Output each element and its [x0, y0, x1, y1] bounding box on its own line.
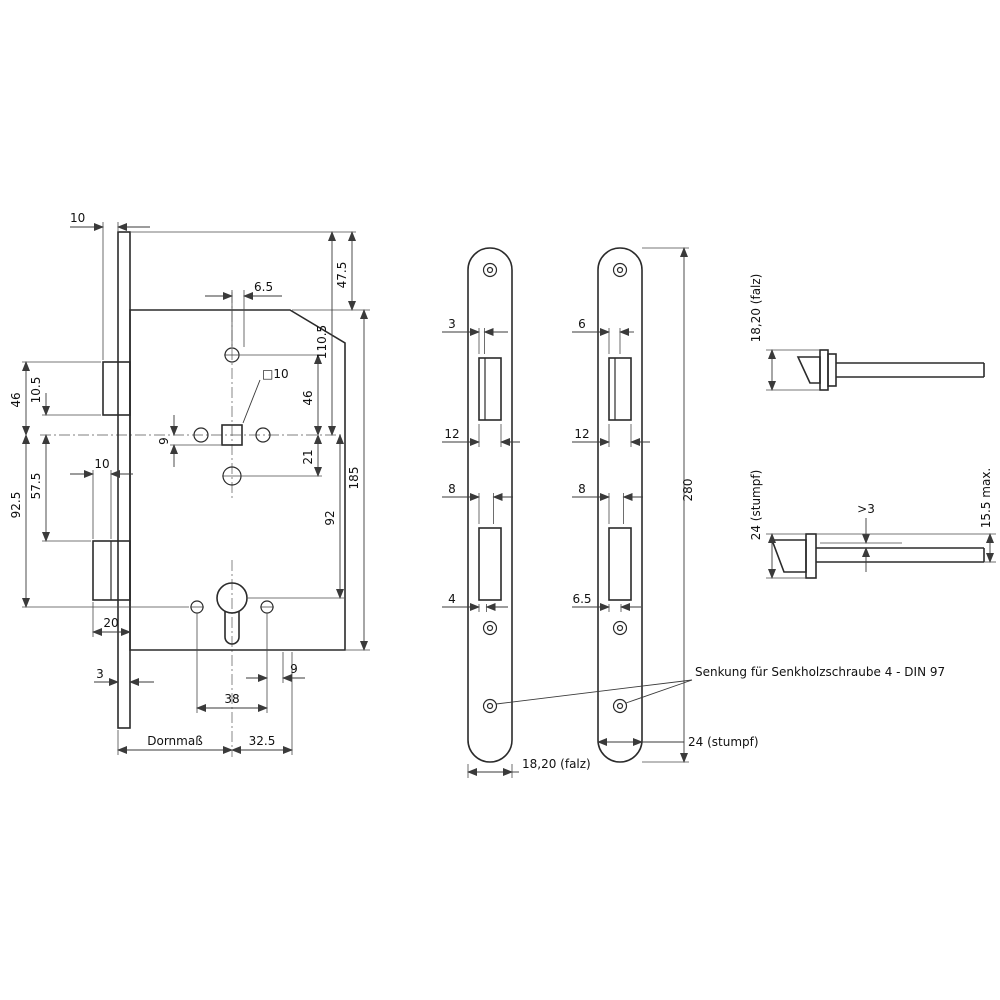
dim-label-stumpf-8: 8 — [578, 482, 586, 496]
dim-label-stumpf-width: 24 (stumpf) — [688, 735, 759, 749]
dim-label-10-5: 10.5 — [29, 377, 43, 404]
dim-label-185: 185 — [347, 467, 361, 490]
dim-label-46-right: 46 — [301, 390, 315, 405]
faceplate-falz-outline — [467, 247, 513, 763]
countersink-note: Senkung für Senkholzschraube 4 - DIN 97 — [495, 665, 945, 705]
dim-label-47-5: 47.5 — [335, 262, 349, 289]
dim-label-stumpf-12: 12 — [574, 427, 589, 441]
dim-label-falz-width: 18,20 (falz) — [522, 757, 591, 771]
dim-label-side-stumpf: 24 (stumpf) — [749, 470, 763, 541]
faceplate-stumpf-outline — [597, 247, 643, 763]
dim-label-dornmass: Dornmaß — [147, 734, 203, 748]
dim-label-falz-3: 3 — [448, 317, 456, 331]
faceplate-stumpf-view: 6 12 8 6.5 280 24 (stumpf) — [572, 247, 759, 763]
dim-label-38: 38 — [224, 692, 239, 706]
main-view-dimensions: 10 6.5 47.5 110.5 46 21 92 185 46 10.5 5… — [9, 211, 370, 755]
main-lock-body-view — [40, 231, 346, 757]
deadbolt-cutout — [478, 527, 502, 601]
dim-label-20: 20 — [103, 616, 118, 630]
left-follower-hole — [193, 427, 209, 443]
dim-label-6-5: 6.5 — [254, 280, 273, 294]
dim-label-110-5: 110.5 — [315, 325, 329, 359]
dim-label-32-5: 32.5 — [249, 734, 276, 748]
dim-label-57-5: 57.5 — [29, 473, 43, 500]
dim-label-9-nut: 9 — [157, 437, 171, 445]
side-view-stumpf: 24 (stumpf) >3 15.5 max. — [749, 468, 996, 579]
screw-hole-bottom — [612, 698, 628, 714]
dim-label-falz-4: 4 — [448, 592, 456, 606]
note-text: Senkung für Senkholzschraube 4 - DIN 97 — [695, 665, 945, 679]
side-view-falz: 18,20 (falz) — [749, 274, 985, 391]
dim-label-280: 280 — [681, 479, 695, 502]
spindle-square-hole — [221, 424, 243, 446]
dim-label-stumpf-6: 6 — [578, 317, 586, 331]
dim-label-46-left: 46 — [9, 392, 23, 407]
dim-label-stumpf-6-5: 6.5 — [572, 592, 591, 606]
screw-hole-mid — [612, 620, 628, 636]
latch-head-side — [770, 539, 807, 573]
dim-label-9-bottom: 9 — [290, 662, 298, 676]
euro-cylinder-hole — [216, 582, 248, 614]
faceplate-side-view — [117, 231, 131, 729]
stumpf-plate-section — [805, 533, 817, 579]
latch-cutout — [478, 357, 502, 421]
dim-label-3: 3 — [96, 667, 104, 681]
dim-label-15-5-max: 15.5 max. — [979, 468, 993, 529]
dim-label-gap-3: >3 — [857, 502, 875, 516]
right-follower-hole — [255, 427, 271, 443]
dim-label-10-top: 10 — [70, 211, 85, 225]
dim-label-falz-8: 8 — [448, 482, 456, 496]
screw-hole-top — [612, 262, 628, 278]
dim-label-10-bolt: 10 — [94, 457, 109, 471]
latch-cutout — [608, 357, 632, 421]
latch-head-side — [796, 356, 821, 384]
dim-label-square-10: □10 — [262, 367, 289, 381]
dim-label-falz-12: 12 — [444, 427, 459, 441]
screw-hole-bottom — [482, 698, 498, 714]
dim-label-21: 21 — [301, 449, 315, 464]
screw-hole-mid — [482, 620, 498, 636]
dim-label-side-falz: 18,20 (falz) — [749, 274, 763, 343]
latch-bolt — [102, 361, 131, 416]
dim-label-92-5: 92.5 — [9, 492, 23, 519]
screw-hole-top — [482, 262, 498, 278]
deadbolt-cutout — [608, 527, 632, 601]
lock-case-outline — [129, 309, 346, 651]
faceplate-falz-view: 3 12 8 4 18,20 (falz) — [442, 247, 591, 778]
dim-label-92: 92 — [323, 510, 337, 525]
falz-plate-section — [819, 349, 829, 391]
